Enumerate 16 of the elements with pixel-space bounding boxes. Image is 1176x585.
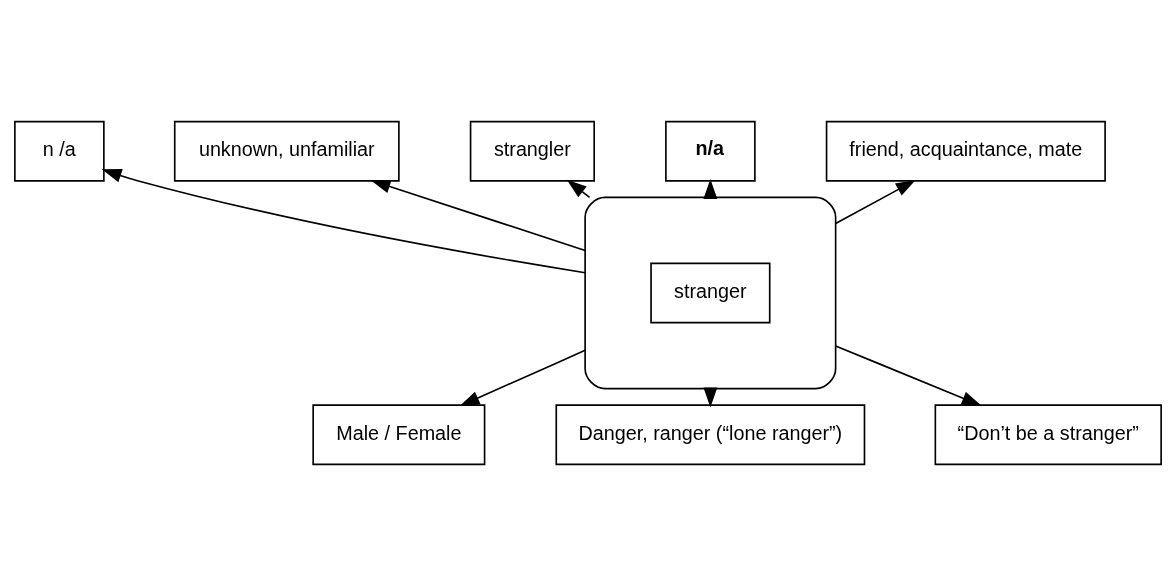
node-box: friend, acquaintance, mate [825,120,1106,182]
node-box: strangler [469,120,595,182]
node-box: n/a [665,120,756,182]
arrow [834,179,916,224]
node-box: “Don’t be a stranger” [934,403,1162,465]
arrow [101,168,586,274]
arrow [459,349,586,406]
arrow [834,344,982,406]
node-box: stranger [650,262,771,323]
node-box: Male / Female [312,403,486,465]
node-box: n /a [14,120,105,182]
arrow [370,179,586,251]
cluster [584,196,837,389]
node-box: Danger, ranger (“lone ranger”) [555,403,866,465]
arrow [566,179,591,198]
node-box: unknown, unfamiliar [173,120,400,182]
